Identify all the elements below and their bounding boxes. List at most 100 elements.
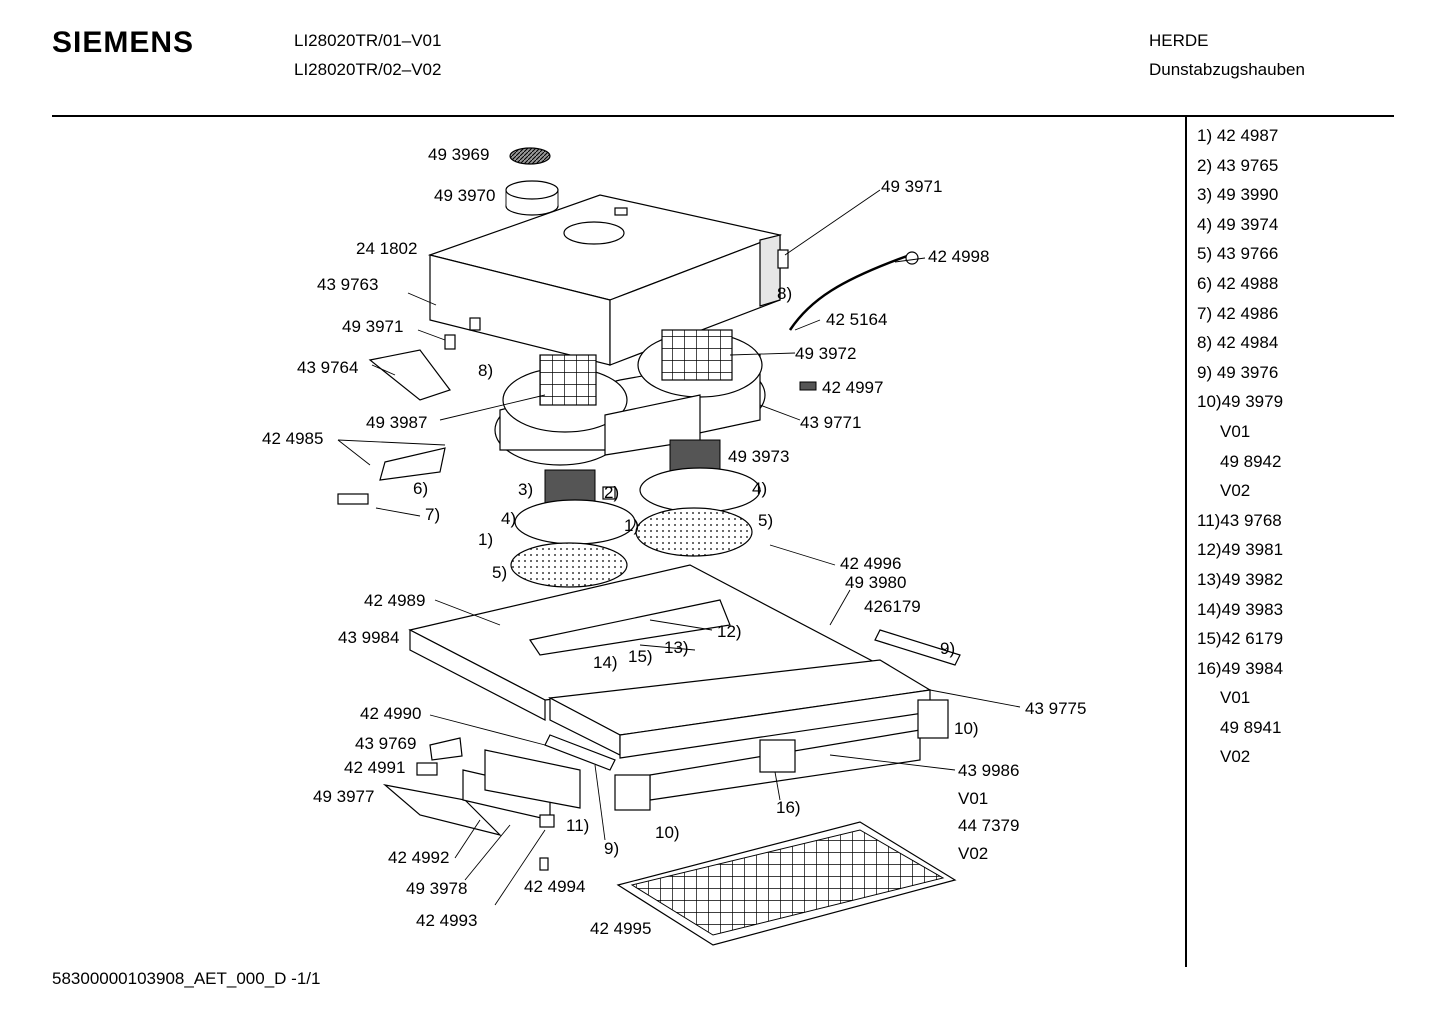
callout-c22: 7) [425,505,440,524]
callout-c7: 8) [777,284,792,303]
rail-left-part [544,734,616,771]
legend-row: V02 [1220,747,1251,767]
button-part [539,814,555,828]
callout-c36: 14) [593,653,618,672]
legend-row: 1) 42 4987 [1197,126,1279,145]
switch-housing-part [484,749,581,809]
product-category: HERDE [1149,31,1209,50]
impeller-right-part [635,507,753,557]
callout-c38: 43 9775 [1025,699,1086,718]
lower-frame-part [408,564,949,811]
callout-c1: 49 3969 [428,145,489,164]
legend-row: 3) 49 3990 [1197,185,1279,205]
callout-c56: 42 4995 [590,919,651,938]
exhaust-collar-part [505,180,559,216]
callout-c4: 24 1802 [356,239,417,258]
callout-c45: V01 [958,789,988,808]
legend-row: 5) 43 9766 [1197,244,1279,264]
legend-row: 2) 43 9765 [1197,155,1279,175]
lamp-part [337,493,369,505]
callout-c30: 42 4989 [364,591,425,610]
callout-c20: 2) [604,483,619,502]
exploded-parts-diagram: 49 3969 49 3970 49 3971 24 1802 42 4998 43 97… [262,145,1086,946]
lamp-holder-part [379,447,446,481]
callout-c47: 11) [566,816,589,835]
legend-row: 16)49 3984 [1197,658,1284,678]
legend-row: 49 8942 [1220,451,1282,471]
callout-c37: 15) [628,647,653,666]
callout-c25: 5) [758,511,773,530]
callout-c23: 4) [501,509,516,528]
motor-plate-left-part [514,499,636,545]
model-number-2: LI28020TR/02–V02 [294,60,442,79]
callout-c8: 49 3971 [342,317,403,336]
motor-plate-right-part [639,467,761,513]
top-grease-filter-part [509,147,551,165]
model-number-1: LI28020TR/01–V01 [294,31,442,50]
callout-c51: V02 [958,844,988,863]
callout-c49: 44 7379 [958,816,1019,835]
callout-c2: 49 3970 [434,186,495,205]
callout-c50: 9) [604,839,619,858]
callout-c12: 49 3972 [795,344,856,363]
legend-row: 6) 42 4988 [1197,273,1279,293]
callout-c55: 42 4993 [416,911,477,930]
callout-c11: 8) [478,361,493,380]
callout-c40: 10) [954,719,979,738]
legend-row: 15)42 6179 [1197,629,1284,649]
callout-c32: 12) [717,622,742,641]
callout-c31: 426179 [864,597,921,616]
callout-c44: 49 3977 [313,787,374,806]
header-divider [52,115,1394,117]
legend-row: V01 [1220,688,1251,708]
legend-row: 14)49 3983 [1197,599,1284,619]
callout-c3: 49 3971 [881,177,942,196]
legend-row: 13)49 3982 [1197,569,1284,589]
siemens-logo: SIEMENS [52,26,195,59]
terminal-block-part [799,381,817,391]
callout-c35: 13) [664,638,689,657]
callout-c15: 43 9771 [800,413,861,432]
switch-side-part [444,334,456,350]
callout-c5: 42 4998 [928,247,989,266]
callout-labels: 49 3969 49 3970 49 3971 24 1802 42 4998 43 97… [262,145,1086,938]
small-clip-part [416,762,438,776]
callout-c53: 49 3978 [406,879,467,898]
legend-row: 11)43 9768 [1197,510,1282,530]
rail-right-part [874,629,961,666]
legend-row: V01 [1220,421,1251,441]
callout-c26: 1) [478,530,493,549]
legend-row: 8) 42 4984 [1197,333,1279,353]
legend-row: 9) 49 3976 [1197,362,1279,382]
callout-c33: 43 9984 [338,628,399,647]
callout-c6: 43 9763 [317,275,378,294]
upper-housing-part [427,194,783,366]
parts-legend: 1) 42 4987 2) 43 9765 3) 49 3990 4) 49 3974… [1197,124,1387,775]
control-panel-part [382,783,502,837]
callout-c14: 49 3987 [366,413,427,432]
legend-row: 7) 42 4986 [1197,303,1279,323]
legend-row: V02 [1220,481,1251,501]
callout-c19: 3) [518,480,533,499]
product-subcategory: Dunstabzugshauben [1149,60,1305,79]
legend-divider [1185,117,1187,967]
grease-filter-grid-part [616,821,957,946]
callout-c34: 9) [940,639,955,658]
callout-c39: 42 4990 [360,704,421,723]
callout-c42: 42 4991 [344,758,405,777]
legend-row: 4) 49 3974 [1197,214,1279,234]
callout-c28: 5) [492,563,507,582]
callout-c17: 49 3973 [728,447,789,466]
callout-leader-lines [337,189,1021,906]
callout-c24: 1) [624,516,639,535]
callout-c43: 43 9986 [958,761,1019,780]
callout-c13: 42 4997 [822,378,883,397]
switch-top-part [777,249,789,269]
callout-c9: 42 5164 [826,310,887,329]
legend-row: 49 8941 [1220,717,1282,737]
knob-part [539,857,549,871]
cover-part [429,737,463,761]
callout-c41: 43 9769 [355,734,416,753]
callout-c52: 42 4992 [388,848,449,867]
callout-c54: 42 4994 [524,877,585,896]
